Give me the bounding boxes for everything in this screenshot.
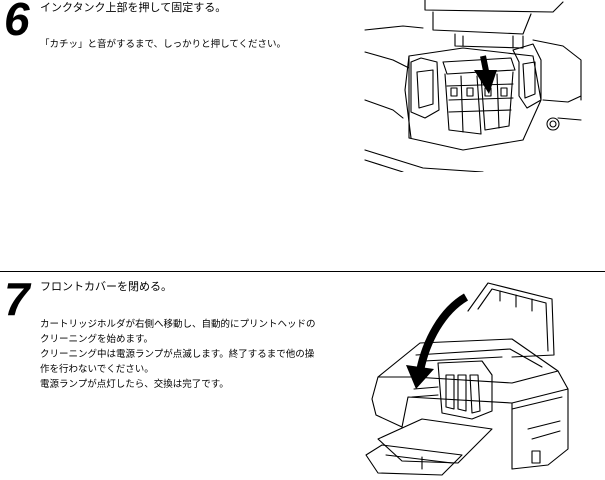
step-7-line-4: 作を行わないでください。 [40,364,154,375]
ink-tank-illustration [364,0,582,172]
step-7-line-2: クリーニングを始めます。 [40,334,154,345]
printer-illustration [365,282,569,476]
step-7-heading: フロントカバーを閉める。 [40,280,172,293]
step-7-body: カートリッジホルダが右側へ移動し、自動的にプリントヘッドの クリーニングを始めま… [40,317,316,392]
step-6-number: 6 [4,0,30,45]
step-6-body: 「カチッ」と音がするまで、しっかりと押してください。 [40,39,287,50]
curved-arrow-icon [406,293,469,389]
step-7-line-5: 電源ランプが点灯したら、交換は完了です。 [40,379,229,390]
step-7-number: 7 [4,273,30,325]
down-arrow-icon [474,55,497,94]
step-7-line-3: クリーニング中は電源ランプが点滅します。終了するまで他の操 [40,349,315,360]
step-7-line-1: カートリッジホルダが右側へ移動し、自動的にプリントヘッドの [40,319,316,330]
step-6-heading: インクタンク上部を押して固定する。 [40,1,227,14]
section-divider [0,271,605,272]
